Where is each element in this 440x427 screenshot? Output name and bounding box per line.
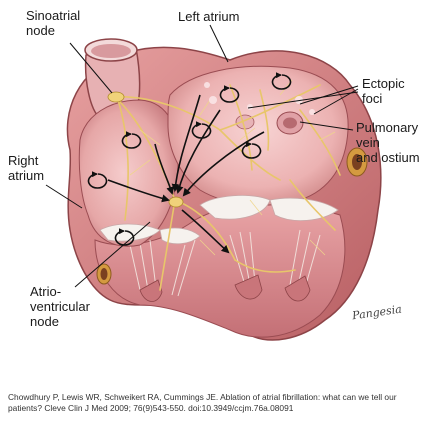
reentry-circuit-icon	[271, 72, 292, 90]
reentry-circuit-icon	[219, 85, 240, 103]
papillary-muscle	[234, 274, 263, 300]
label-sinoatrial-node: Sinoatrial node	[26, 8, 81, 38]
reentry-circuit-icon	[241, 141, 262, 159]
label-ectopic-foci: Ectopic foci	[362, 76, 405, 106]
label-right-atrium: Right atrium	[8, 153, 45, 183]
papillary-muscle	[284, 275, 311, 302]
label-pulmonary-vein: Pulmonary vein and ostium	[356, 120, 420, 165]
impulse-arrows	[107, 94, 265, 254]
coronary-vessel-left	[96, 263, 112, 285]
sinoatrial-node	[107, 91, 125, 103]
reentry-circuit-icon	[121, 131, 142, 149]
chordae-tendineae	[129, 229, 321, 297]
coronary-vessel-right	[346, 147, 368, 177]
figure-citation: Chowdhury P, Lewis WR, Schweikert RA, Cu…	[8, 392, 397, 413]
atrioventricular-node	[168, 196, 184, 208]
label-atrioventricular-node: Atrio- ventricular node	[30, 284, 90, 329]
papillary-muscle	[139, 279, 163, 302]
reentry-circuit-icon	[114, 228, 135, 246]
ectopic-foci	[204, 82, 315, 115]
ventricle-region	[94, 203, 346, 338]
label-leaders	[45, 24, 359, 288]
label-left-atrium: Left atrium	[178, 9, 240, 24]
reentry-circuit-icon	[87, 171, 108, 189]
